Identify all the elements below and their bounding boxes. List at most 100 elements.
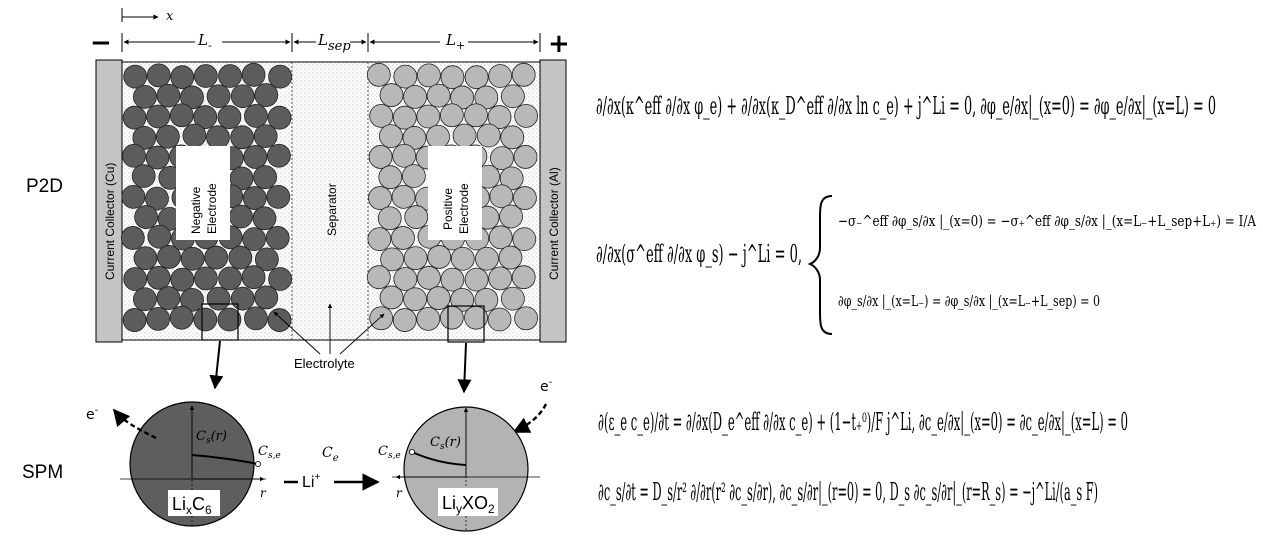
electrode-particle <box>145 145 170 170</box>
electrode-particle <box>217 105 242 129</box>
electrode-particle <box>450 85 475 110</box>
electrode-particle <box>266 184 291 209</box>
electrode-particle <box>379 285 404 310</box>
p2d-label: P2D <box>26 176 63 197</box>
l-sep-label: Lsep <box>317 31 351 54</box>
negative-electrode-box <box>176 146 230 240</box>
electrode-particle <box>217 307 242 332</box>
equation-2-main: ∂/∂x(σ^eff ∂/∂x φ_s) − j^Li = 0, <box>596 240 802 268</box>
electrode-particle <box>487 105 512 129</box>
electrode-particle <box>253 124 278 149</box>
l-minus-label: L- <box>197 31 212 52</box>
equation-1: ∂/∂x(κ^eff ∂/∂x φ_e) + ∂/∂x(κ_D^eff ∂/∂x… <box>596 92 1216 121</box>
electrode-particle <box>155 124 180 149</box>
electrode-particle <box>452 123 477 148</box>
electrode-particle <box>218 64 242 88</box>
cs-r-right-label: Cs(r) <box>430 435 461 452</box>
electrode-particle <box>145 186 169 211</box>
electrode-particle <box>122 143 146 168</box>
electrode-particle <box>169 103 194 128</box>
equation-2-bc1: −σ₋^eff ∂φ_s/∂x |_(x=0) = −σ₊^eff ∂φ_s/∂… <box>838 212 1256 230</box>
li-ion-label: Li+ <box>302 472 320 491</box>
electrode-particle <box>416 104 441 129</box>
electrode-particle <box>180 85 204 110</box>
electrode-particle <box>514 306 538 331</box>
electron-right: e- <box>540 377 553 395</box>
electrode-particle <box>122 105 147 130</box>
electrode-particle <box>500 125 525 150</box>
electrode-particle <box>392 105 417 130</box>
electrode-particle <box>393 64 418 89</box>
electrode-particle <box>146 265 171 290</box>
electrode-particle <box>379 83 404 107</box>
spm-positive-particle <box>392 406 540 532</box>
x-axis-indicator: x <box>121 8 174 24</box>
electrode-particle <box>244 103 268 128</box>
electrode-particle <box>368 186 392 210</box>
electrode-particle <box>120 226 145 250</box>
electrode-particle <box>180 246 205 271</box>
positive-terminal: + <box>548 29 570 59</box>
electrode-particle <box>170 267 195 292</box>
electrode-particle <box>378 165 403 190</box>
electrode-particle <box>122 308 147 332</box>
electrode-particle <box>146 306 171 331</box>
electrode-particle <box>426 286 451 310</box>
electrode-particle <box>392 143 417 168</box>
spm-negative-particle <box>120 401 266 528</box>
equation-4: ∂c_s/∂t = D_s/r² ∂/∂r(r² ∂c_s/∂r), ∂c_s/… <box>598 478 1098 507</box>
electrode-particle <box>133 84 157 109</box>
positive-zoom-box <box>447 305 485 343</box>
electrode-particle <box>367 227 392 252</box>
electrode-particle <box>439 305 464 330</box>
electrode-particle <box>464 267 489 292</box>
electron-left-arrow <box>112 408 157 440</box>
electrode-particle <box>243 145 268 169</box>
electrode-particle <box>368 145 393 169</box>
current-collector-al <box>539 59 567 343</box>
electrode-particle <box>244 306 268 331</box>
electrode-particle <box>228 245 253 270</box>
cs-r-left-label: Cs(r) <box>196 429 227 446</box>
electrode-particle <box>230 286 255 311</box>
r-left-label: r <box>260 486 267 500</box>
positive-electrode-label-1: Positive <box>441 188 455 230</box>
electrode-particle <box>498 245 523 270</box>
electrode-particle <box>391 184 416 209</box>
current-collector-cu <box>95 59 123 343</box>
electrode-particle <box>229 204 253 229</box>
separator-label: Separator <box>325 183 339 236</box>
electrode-particle <box>206 84 231 109</box>
electrode-particle <box>266 143 291 168</box>
electrode-particle <box>366 62 391 87</box>
electrode-particle <box>254 285 279 310</box>
electrode-particle <box>500 286 525 311</box>
electrode-particle <box>487 307 512 332</box>
negative-zoom-arrow <box>209 340 224 390</box>
electrode-particle <box>265 226 290 250</box>
electrode-particle <box>488 225 513 250</box>
electrode-particle <box>440 65 465 90</box>
electrode-particle <box>170 65 195 90</box>
electrode-particle <box>450 246 475 271</box>
electrode-particle <box>146 104 171 129</box>
dimension-lines <box>121 33 541 52</box>
electrode-particle <box>254 247 279 272</box>
electrode-particle <box>512 227 537 252</box>
collector-cu-label: Current Collector (Cu) <box>103 163 117 280</box>
electrode-particle <box>169 305 194 330</box>
equation-2-bc2: ∂φ_s/∂x |_(x=L₋) = ∂φ_s/∂x |_(x=L₋+L_sep… <box>838 292 1100 310</box>
electrode-particle <box>475 246 499 271</box>
x-axis-label: x <box>166 9 174 24</box>
electrode-particle <box>369 306 394 331</box>
electrode-particle <box>133 287 157 312</box>
ce-label: Ce <box>322 445 339 464</box>
electrode-particle <box>488 266 513 291</box>
electrode-particle <box>241 265 266 290</box>
negative-terminal: − <box>90 28 112 58</box>
cse-left-label: Cs,e <box>258 444 281 461</box>
electrode-particle <box>416 306 441 331</box>
electrode-particle <box>490 146 514 171</box>
electrode-particle <box>193 64 218 88</box>
electrode-particle <box>403 287 427 312</box>
